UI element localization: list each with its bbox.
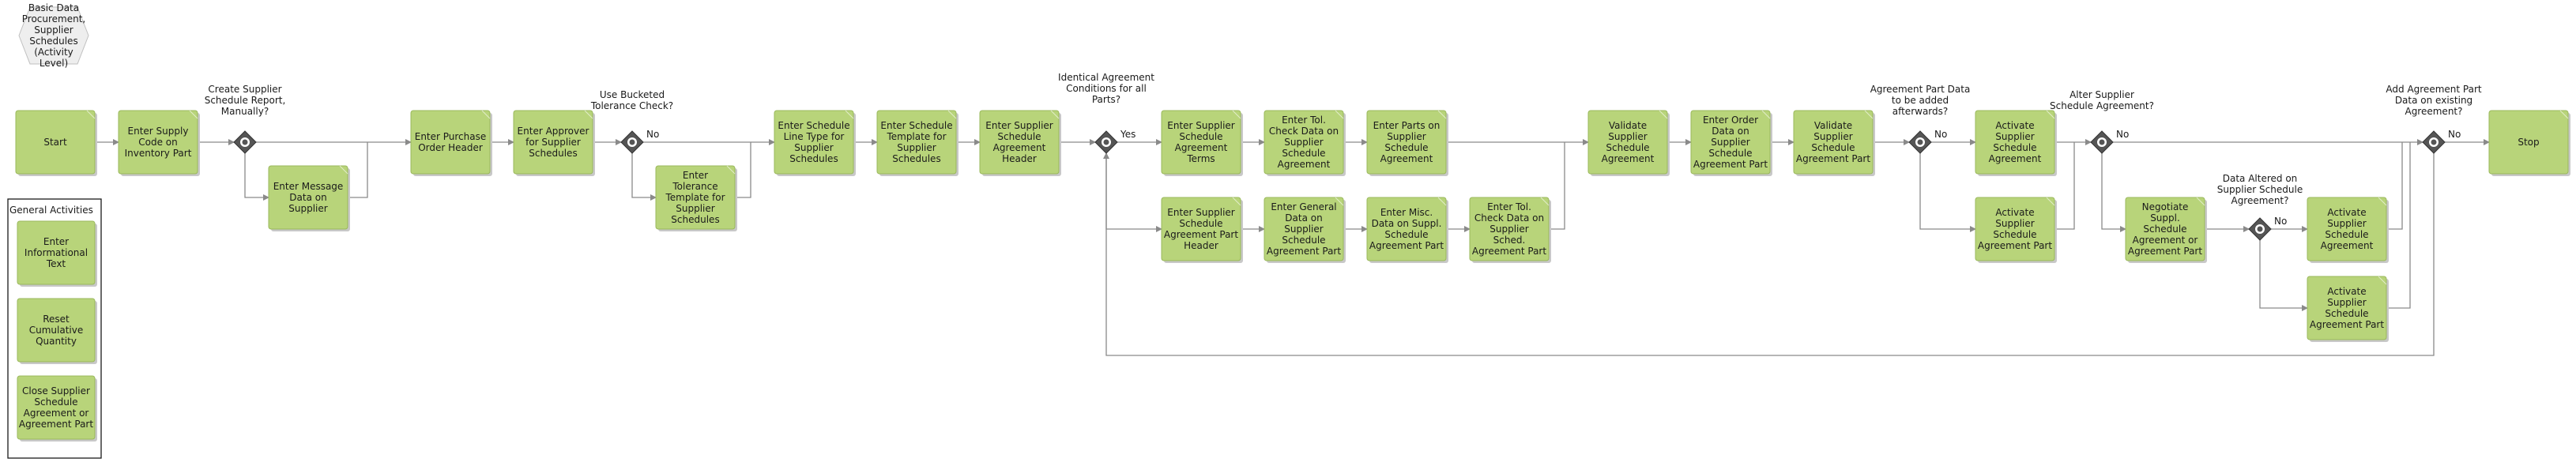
label-no-g4: No xyxy=(1934,129,1947,140)
edge-g1-message xyxy=(244,153,269,201)
connector-layer xyxy=(95,139,2490,356)
gateway-g1[interactable] xyxy=(233,130,257,154)
edge-activate2-merge xyxy=(2386,142,2403,230)
label-yes-g3: Yes xyxy=(1120,129,1135,140)
general-activities-title: General Activities xyxy=(9,205,93,216)
gateway-g2[interactable] xyxy=(620,130,644,154)
edge-g6-activatepart2 xyxy=(2259,240,2308,311)
edge-activatepart2-merge xyxy=(2386,142,2411,309)
label-no-g5: No xyxy=(2116,129,2129,140)
edge-g7-loop xyxy=(1103,152,2435,356)
gateway-g5[interactable] xyxy=(2090,130,2114,154)
stop-event-label: Stop xyxy=(2518,137,2539,148)
gateway-g7[interactable] xyxy=(2422,130,2446,154)
edge-message-merge xyxy=(348,142,368,198)
gateway-g4[interactable] xyxy=(1908,130,1932,154)
label-no-g2: No xyxy=(646,129,659,140)
stop-event[interactable]: Stop xyxy=(2488,110,2570,176)
edge-g2-tolerance xyxy=(631,153,657,201)
edge-g4-activatepart xyxy=(1919,153,1976,232)
edge-g3-partheader xyxy=(1105,153,1162,232)
edge-tolpart-merge xyxy=(1549,142,1565,230)
edge-g5-negotiate xyxy=(2101,153,2126,232)
edge-activatepart-merge xyxy=(2054,142,2075,230)
gateway-g6[interactable] xyxy=(2248,217,2272,241)
start-event[interactable]: Start xyxy=(15,110,97,176)
label-no-g7: No xyxy=(2448,129,2461,140)
gateway-g3[interactable] xyxy=(1094,130,1118,154)
label-no-g6: No xyxy=(2274,216,2287,227)
start-event-label: Start xyxy=(43,137,67,148)
edge-tolerance-merge xyxy=(735,142,751,198)
